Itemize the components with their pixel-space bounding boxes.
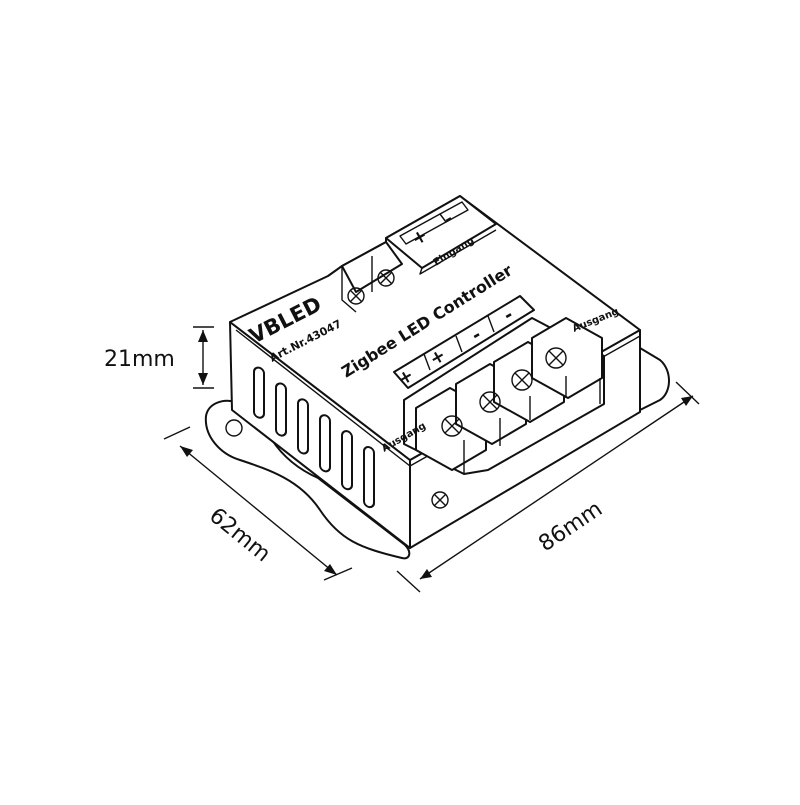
ventilation-slots: [253, 366, 375, 509]
height-dimension: [193, 326, 214, 389]
input-terminal-block: [341, 195, 497, 313]
depth-label: 62mm: [204, 503, 275, 567]
height-label: 21mm: [104, 347, 175, 372]
width-dimension: [396, 381, 700, 593]
front-screw: [431, 491, 449, 509]
output-terminal-block: [393, 295, 605, 475]
depth-dimension: [163, 426, 353, 581]
width-label: 86mm: [534, 497, 607, 557]
left-mount-hole: [225, 419, 243, 437]
